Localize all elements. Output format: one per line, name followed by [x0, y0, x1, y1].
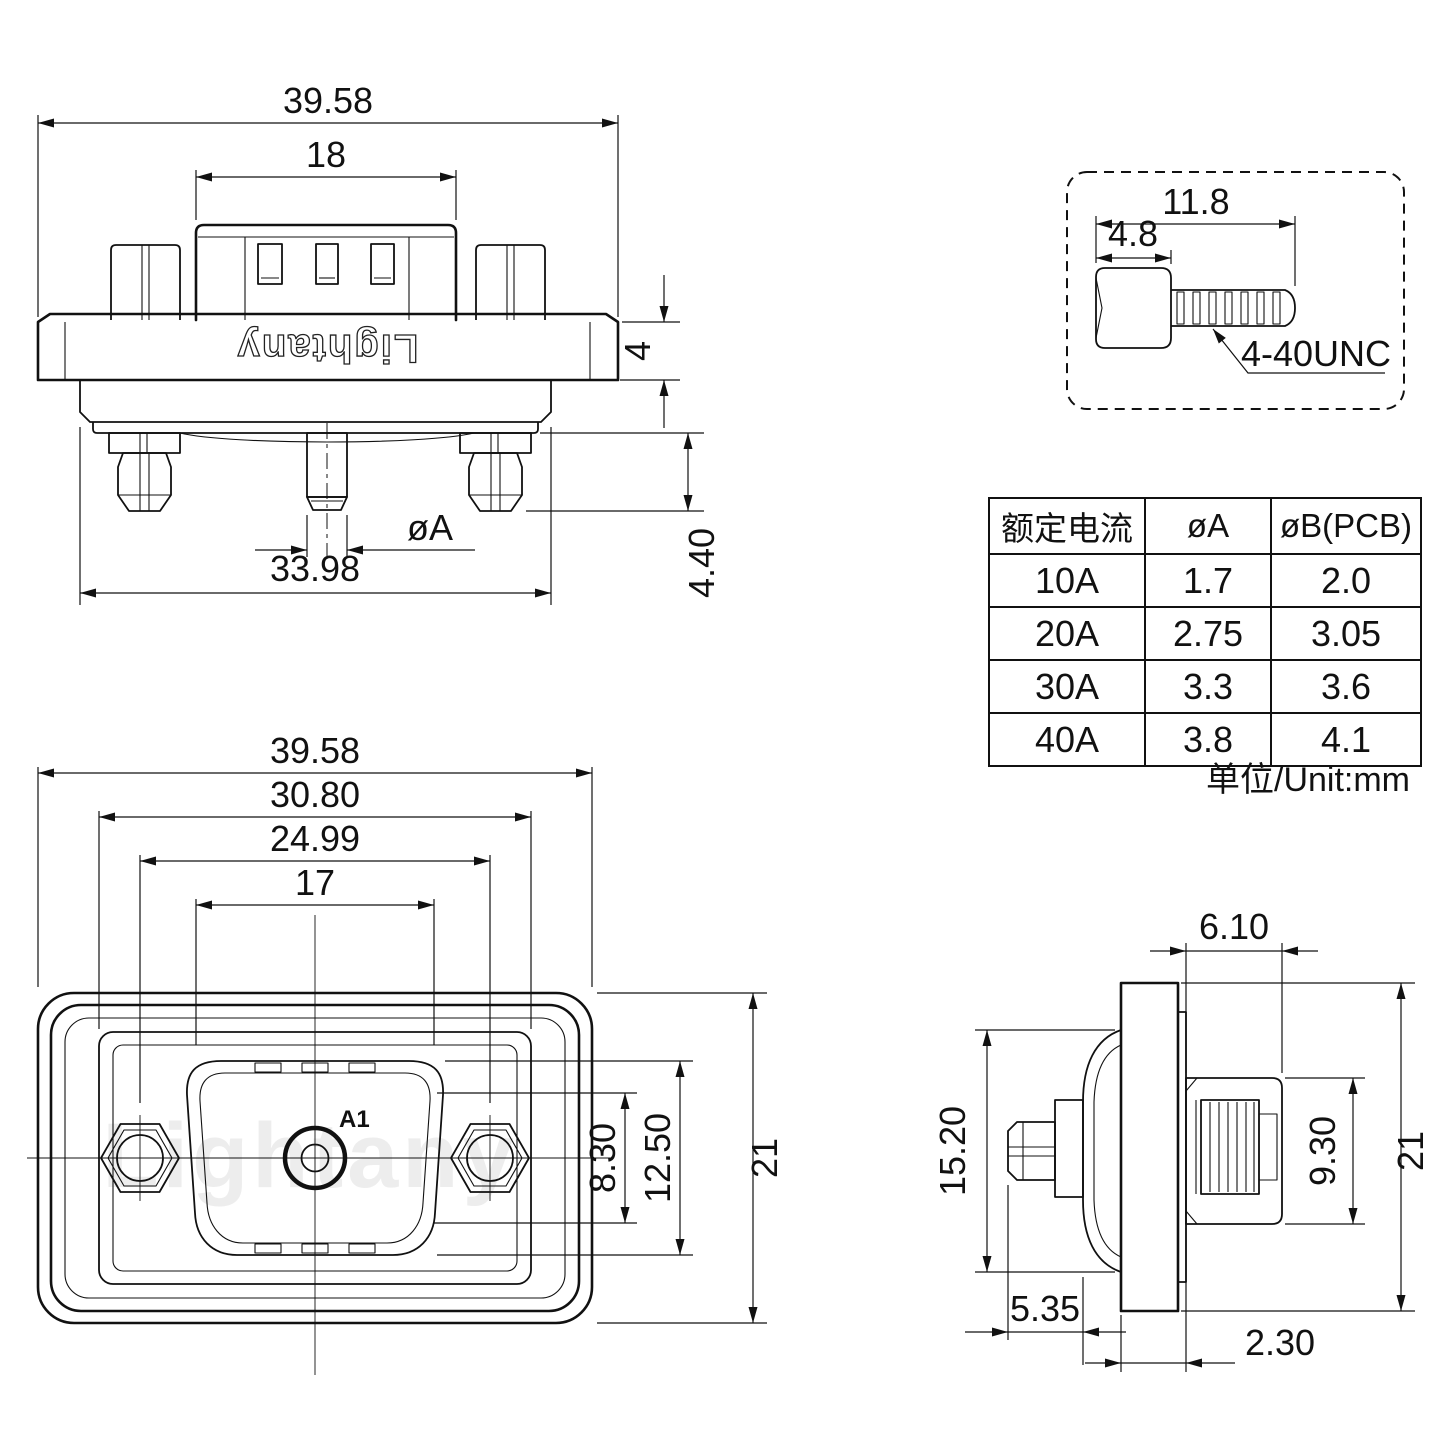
center-contact-pin — [306, 423, 348, 563]
unit-note: 单位/Unit:mm — [1206, 761, 1410, 799]
screw-posts — [110, 244, 546, 320]
power-contact-inner — [300, 1143, 330, 1173]
dim-flange-width: 30.80 — [270, 774, 360, 815]
table-row: 10A 1.7 2.0 — [988, 553, 1422, 608]
header-rated-current: 额定电流 — [988, 497, 1146, 555]
dim-overall-height: 21 — [1390, 1131, 1431, 1171]
cell-phi-a: 2.75 — [1144, 606, 1272, 661]
dim-rear-depth: 6.10 — [1199, 906, 1269, 947]
detail-box-border — [1066, 171, 1405, 410]
side-view-container: 6.10 15.20 9.30 21 5.35 2.30 — [905, 895, 1440, 1410]
cell-phi-b: 3.05 — [1270, 606, 1422, 661]
pin-position-label: A1 — [339, 1106, 370, 1133]
dim-head-length: 4.8 — [1108, 213, 1158, 254]
top-view-dimensions: 39.58 18 33.98 øA 4 4.40 — [37, 85, 722, 605]
table-row: 20A 2.75 3.05 — [988, 606, 1422, 661]
flange-plate — [1119, 981, 1180, 1313]
thread-lines — [1176, 291, 1281, 325]
screw-detail-container: 11.8 4.8 4-40UNC — [1063, 168, 1408, 413]
cell-phi-a: 3.8 — [1144, 712, 1272, 767]
front-view-dimensions: 39.58 30.80 24.99 17 8.30 12.50 21 — [37, 735, 785, 1324]
screw-detail-dimensions: 11.8 4.8 4-40UNC — [1095, 181, 1391, 374]
table-header-row: 额定电流 øA øB(PCB) — [988, 497, 1422, 555]
cell-phi-a: 1.7 — [1144, 553, 1272, 608]
dim-body-width: 33.98 — [270, 548, 360, 589]
top-view-container: Lightany — [30, 85, 730, 645]
power-contact-outer — [282, 1125, 348, 1191]
dim-total-length: 11.8 — [1162, 181, 1229, 222]
top-view-geometry: Lightany — [36, 223, 620, 563]
dim-overall-width: 39.58 — [283, 85, 373, 121]
rear-contact-stud — [1195, 1099, 1278, 1195]
dim-cavity-height: 12.50 — [637, 1113, 678, 1203]
cell-current: 20A — [988, 606, 1146, 661]
solder-pin — [1007, 1121, 1056, 1181]
cell-current: 30A — [988, 659, 1146, 714]
screw-detail-drawing: 11.8 4.8 4-40UNC — [1066, 171, 1405, 410]
header-phi-a: øA — [1144, 497, 1272, 555]
cell-current: 10A — [988, 553, 1146, 608]
dim-mount-pitch: 24.99 — [270, 818, 360, 859]
pin-diameter-label: øA — [407, 507, 453, 548]
top-view-drawing: Lightany — [36, 85, 722, 605]
front-view-container: Lightany A — [25, 735, 805, 1385]
front-view-geometry: A1 — [27, 915, 610, 1375]
dim-pin-protrusion: 4.40 — [681, 528, 722, 598]
header-phi-b-pcb: øB(PCB) — [1270, 497, 1422, 555]
d-cavity: A1 — [186, 1060, 444, 1256]
side-view-geometry — [1007, 981, 1283, 1313]
watermark-text: Lightany — [102, 1105, 517, 1207]
dim-insert-height: 8.30 — [582, 1123, 623, 1193]
dim-overall-width: 39.58 — [270, 735, 360, 771]
rear-insulator — [1185, 1077, 1283, 1225]
shell-holes — [257, 243, 395, 285]
side-view-dimensions: 6.10 15.20 9.30 21 5.35 2.30 — [932, 906, 1431, 1372]
dim-shell-width: 18 — [306, 134, 346, 175]
front-bell — [1082, 1029, 1122, 1273]
mounting-flange: Lightany — [36, 312, 620, 382]
dim-insulator-height: 9.30 — [1302, 1116, 1343, 1186]
cell-current: 40A — [988, 712, 1146, 767]
thumbscrew-geometry — [1095, 267, 1296, 349]
thread-spec-label: 4-40UNC — [1241, 333, 1391, 374]
dim-insert-width: 17 — [295, 862, 335, 903]
current-rating-table: 额定电流 øA øB(PCB) 10A 1.7 2.0 20A 2.75 3.0… — [988, 497, 1422, 767]
dim-flange-thickness: 4 — [617, 341, 658, 361]
cell-phi-a: 3.3 — [1144, 659, 1272, 714]
table-row: 30A 3.3 3.6 — [988, 659, 1422, 714]
front-collar — [1054, 1099, 1084, 1198]
left-hex-nut — [100, 1123, 180, 1193]
dim-pin-length: 5.35 — [1010, 1288, 1080, 1329]
mounting-pins — [108, 432, 532, 512]
front-view-drawing: Lightany A — [27, 735, 785, 1375]
cell-phi-b: 4.1 — [1270, 712, 1422, 767]
side-view-drawing: 6.10 15.20 9.30 21 5.35 2.30 — [932, 906, 1431, 1372]
dim-body-height: 15.20 — [932, 1106, 973, 1196]
table-row: 40A 3.8 4.1 — [988, 712, 1422, 767]
dim-overall-height: 21 — [744, 1138, 785, 1178]
logo-text-mirrored: Lightany — [236, 326, 419, 370]
dim-flange-gap: 2.30 — [1245, 1322, 1315, 1363]
cavity-tabs — [254, 1062, 376, 1254]
cell-phi-b: 2.0 — [1270, 553, 1422, 608]
right-hex-nut — [450, 1123, 530, 1193]
cell-phi-b: 3.6 — [1270, 659, 1422, 714]
